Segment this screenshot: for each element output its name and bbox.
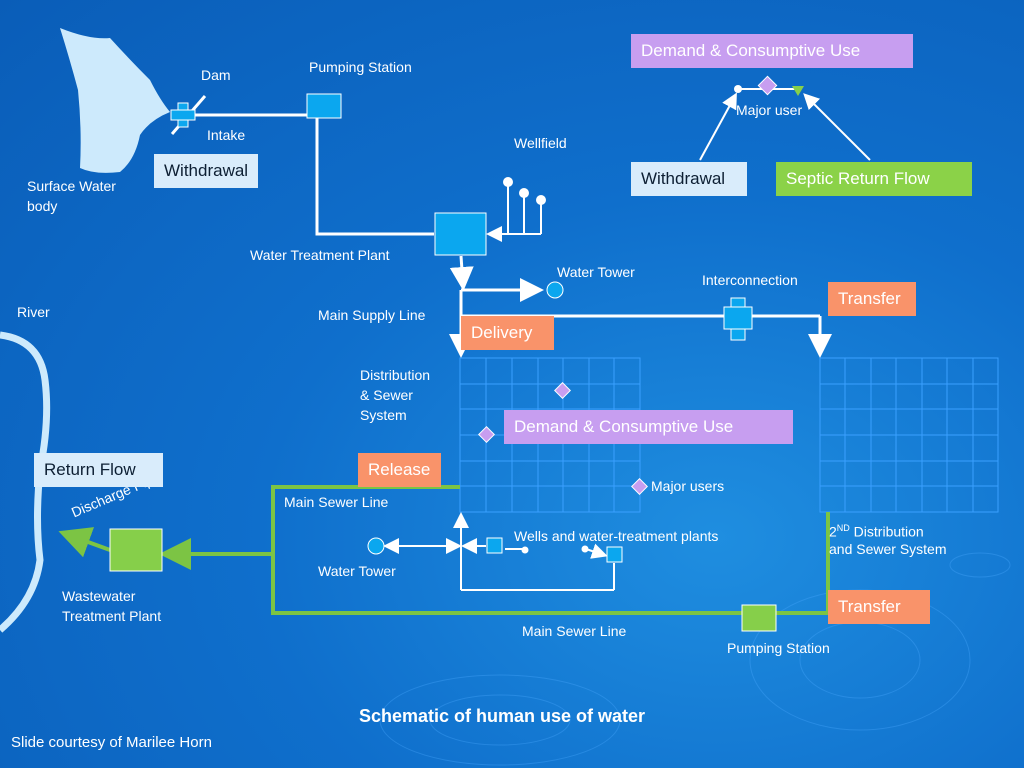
- wastewater-treatment-plant-label: Wastewater Treatment Plant: [62, 588, 162, 624]
- surface-water-body-label: Surface Water body: [27, 178, 116, 214]
- legend: [699, 75, 871, 161]
- lower-well-1: [521, 546, 529, 554]
- lower-well-2: [581, 545, 589, 553]
- water-tower-top: [546, 281, 564, 299]
- lower-treatment-plant-2: [606, 546, 623, 563]
- pumping-station-bottom: [741, 604, 777, 632]
- demand-consumptive-use-box: Demand & Consumptive Use: [504, 410, 793, 444]
- slide-title: Schematic of human use of water: [358, 706, 646, 726]
- ripple-decoration: [379, 552, 1011, 766]
- dam-label: Dam: [201, 67, 231, 83]
- lower-wells-network: [383, 512, 615, 591]
- major-users-label: Major users: [651, 478, 725, 494]
- pumping-station-bottom-label: Pumping Station: [727, 640, 830, 656]
- main-sewer-line-bottom-label: Main Sewer Line: [522, 623, 627, 639]
- wellfield-label: Wellfield: [514, 135, 567, 151]
- return-flow-box: Return Flow: [34, 453, 163, 487]
- slide-credit: Slide courtesy of Marilee Horn: [11, 734, 212, 751]
- legend-withdrawal-box: Withdrawal: [631, 162, 747, 196]
- intake-icon: [170, 102, 196, 128]
- transfer-box-bottom: Transfer: [828, 590, 930, 624]
- distribution-sewer-system-label: Distribution & Sewer System: [360, 367, 431, 423]
- legend-septic-return-flow-box: Septic Return Flow: [776, 162, 972, 196]
- pumping-station-top-label: Pumping Station: [309, 59, 412, 75]
- release-box: Release: [358, 453, 441, 487]
- interconnection-icon: [723, 297, 753, 341]
- water-treatment-plant: [434, 212, 487, 256]
- water-tower-bottom-label: Water Tower: [318, 563, 396, 579]
- second-distribution-label: 2ND Distribution: [829, 523, 924, 540]
- water-tower-top-label: Water Tower: [557, 264, 635, 280]
- water-tower-bottom: [367, 537, 385, 555]
- withdrawal-box: Withdrawal: [154, 154, 259, 188]
- wastewater-treatment-plant: [109, 528, 163, 572]
- intake-label: Intake: [207, 127, 246, 143]
- water-treatment-plant-label: Water Treatment Plant: [250, 247, 390, 263]
- main-supply-line-label: Main Supply Line: [318, 307, 426, 323]
- interconnection-label: Interconnection: [702, 272, 798, 288]
- delivery-box: Delivery: [461, 316, 554, 350]
- wells-and-plants-label: Wells and water-treatment plants: [514, 528, 719, 544]
- river-label: River: [17, 304, 50, 320]
- second-distribution-grid: [819, 357, 999, 513]
- legend-demand-box: Demand & Consumptive Use: [631, 34, 913, 68]
- main-sewer-line: [58, 485, 830, 615]
- wellfield: [486, 177, 546, 242]
- major-user-diamonds: [478, 382, 648, 495]
- main-sewer-line-left-label: Main Sewer Line: [284, 494, 389, 510]
- second-distribution-label-line2: and Sewer System: [829, 541, 947, 557]
- pumping-station-top: [306, 93, 342, 119]
- raw-water-pipe: [315, 118, 434, 236]
- legend-major-user-label: Major user: [736, 102, 803, 118]
- surface-water-body: [60, 28, 170, 173]
- lower-treatment-plant-1: [486, 537, 503, 554]
- transfer-box-top: Transfer: [828, 282, 916, 316]
